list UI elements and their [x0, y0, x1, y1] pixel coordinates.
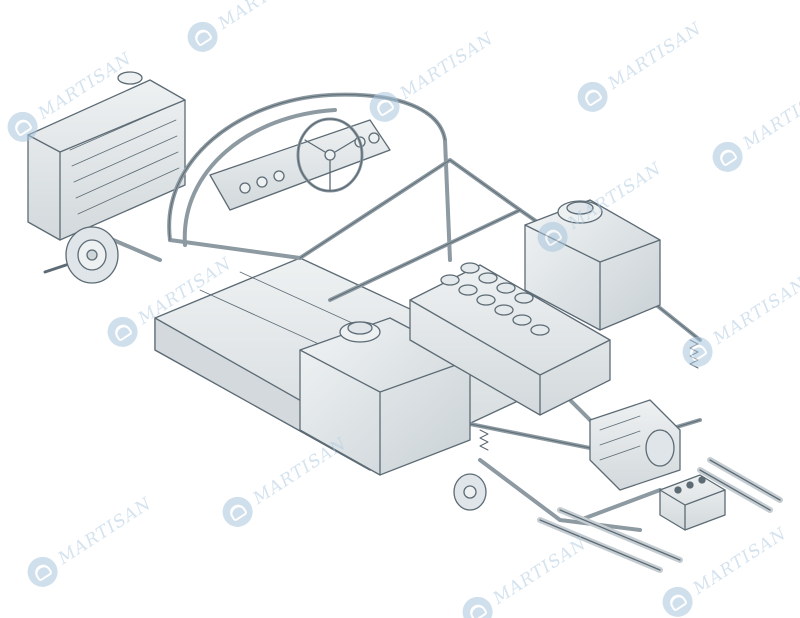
- radiator: [27, 71, 186, 241]
- engine-block: [409, 264, 611, 416]
- steering-wheel: [296, 117, 364, 193]
- gearbox: [589, 399, 681, 491]
- carburetor-stacks: [440, 262, 550, 336]
- rear-wheel-hub: [453, 473, 487, 511]
- left-fuel-tank: [299, 317, 471, 476]
- front-wheel-hub: [43, 226, 119, 284]
- battery: [659, 474, 726, 531]
- exhaust-pipes: [537, 457, 783, 573]
